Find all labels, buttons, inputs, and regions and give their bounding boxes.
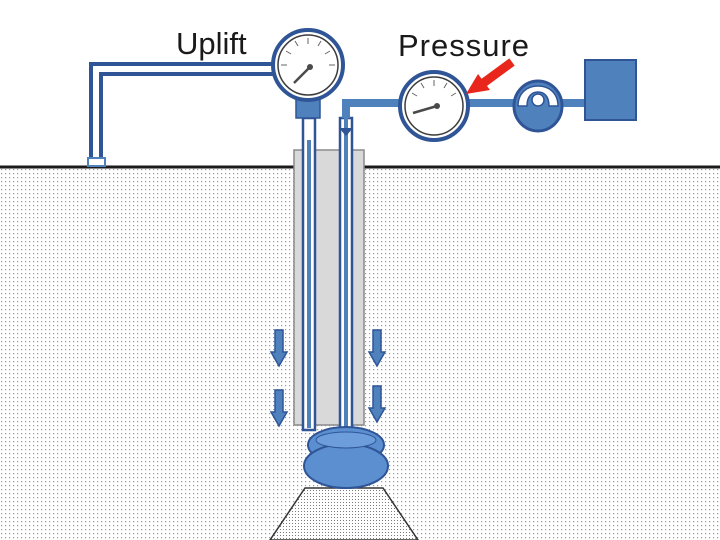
- uplift-gauge: [271, 28, 345, 119]
- packer: [303, 426, 389, 489]
- uplift-line: [87, 62, 316, 167]
- down-arrow-icon: [269, 389, 289, 428]
- uplift-label: Uplift: [176, 26, 247, 61]
- flow-arrows: [269, 329, 387, 428]
- down-arrow-icon: [269, 329, 289, 368]
- down-arrow-icon: [367, 385, 387, 424]
- pressure-label: Pressure: [398, 28, 531, 63]
- pressure-line: [339, 99, 585, 136]
- pump: [512, 79, 564, 133]
- down-arrow-icon: [367, 329, 387, 368]
- pressure-source-box: [584, 59, 637, 121]
- pressure-gauge: [398, 70, 470, 142]
- red-arrow-icon: [466, 58, 515, 94]
